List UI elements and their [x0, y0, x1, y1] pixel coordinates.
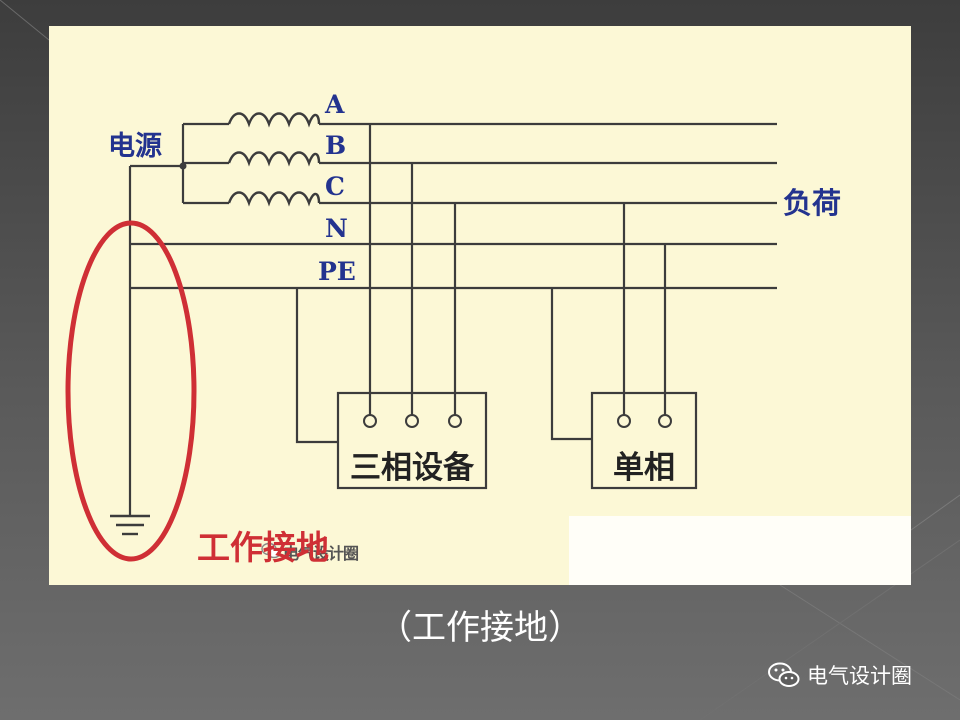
bus-lines [130, 122, 777, 290]
three-phase-equipment-box [336, 391, 488, 490]
single-phase-wiring [550, 203, 667, 441]
terminal [658, 414, 672, 428]
single-phase-equipment-box [590, 391, 698, 490]
line-label-c: C [325, 172, 345, 201]
source-label: 电源 [108, 131, 162, 162]
terminal [448, 414, 462, 428]
line-label-pe: PE [318, 257, 356, 286]
terminal [617, 414, 631, 428]
source-wiring [128, 122, 229, 516]
terminal [363, 414, 377, 428]
grounding-label: 工作接地 [197, 528, 329, 567]
diagram-panel: 电气设计圈 [49, 26, 911, 585]
diagram-watermark: 电气设计圈 [283, 544, 359, 563]
terminal [405, 414, 419, 428]
footer-watermark: 电气设计圈 [767, 660, 912, 690]
grounding-highlight [65, 220, 197, 562]
coil-a [227, 112, 321, 128]
load-label: 负荷 [783, 186, 841, 220]
three-phase-wiring [295, 124, 457, 444]
line-label-n: N [325, 214, 348, 243]
footer-watermark-text: 电气设计圈 [807, 664, 912, 688]
line-label-a: A [324, 90, 345, 119]
wechat-icon [261, 542, 281, 559]
watermark-area [569, 516, 911, 585]
grounding-diagram: 三相设备 单相 电源 A B C N PE 负荷 工作接地 [65, 90, 841, 567]
coil-c [227, 191, 321, 207]
source-node [179, 162, 187, 170]
ground-symbol [110, 514, 150, 536]
wechat-icon [768, 662, 800, 687]
single-phase-equipment-label: 单相 [613, 450, 675, 486]
slide-caption: （工作接地） [378, 608, 582, 648]
coil-b [227, 151, 321, 167]
line-label-b: B [325, 131, 346, 160]
three-phase-equipment-label: 三相设备 [350, 450, 475, 486]
